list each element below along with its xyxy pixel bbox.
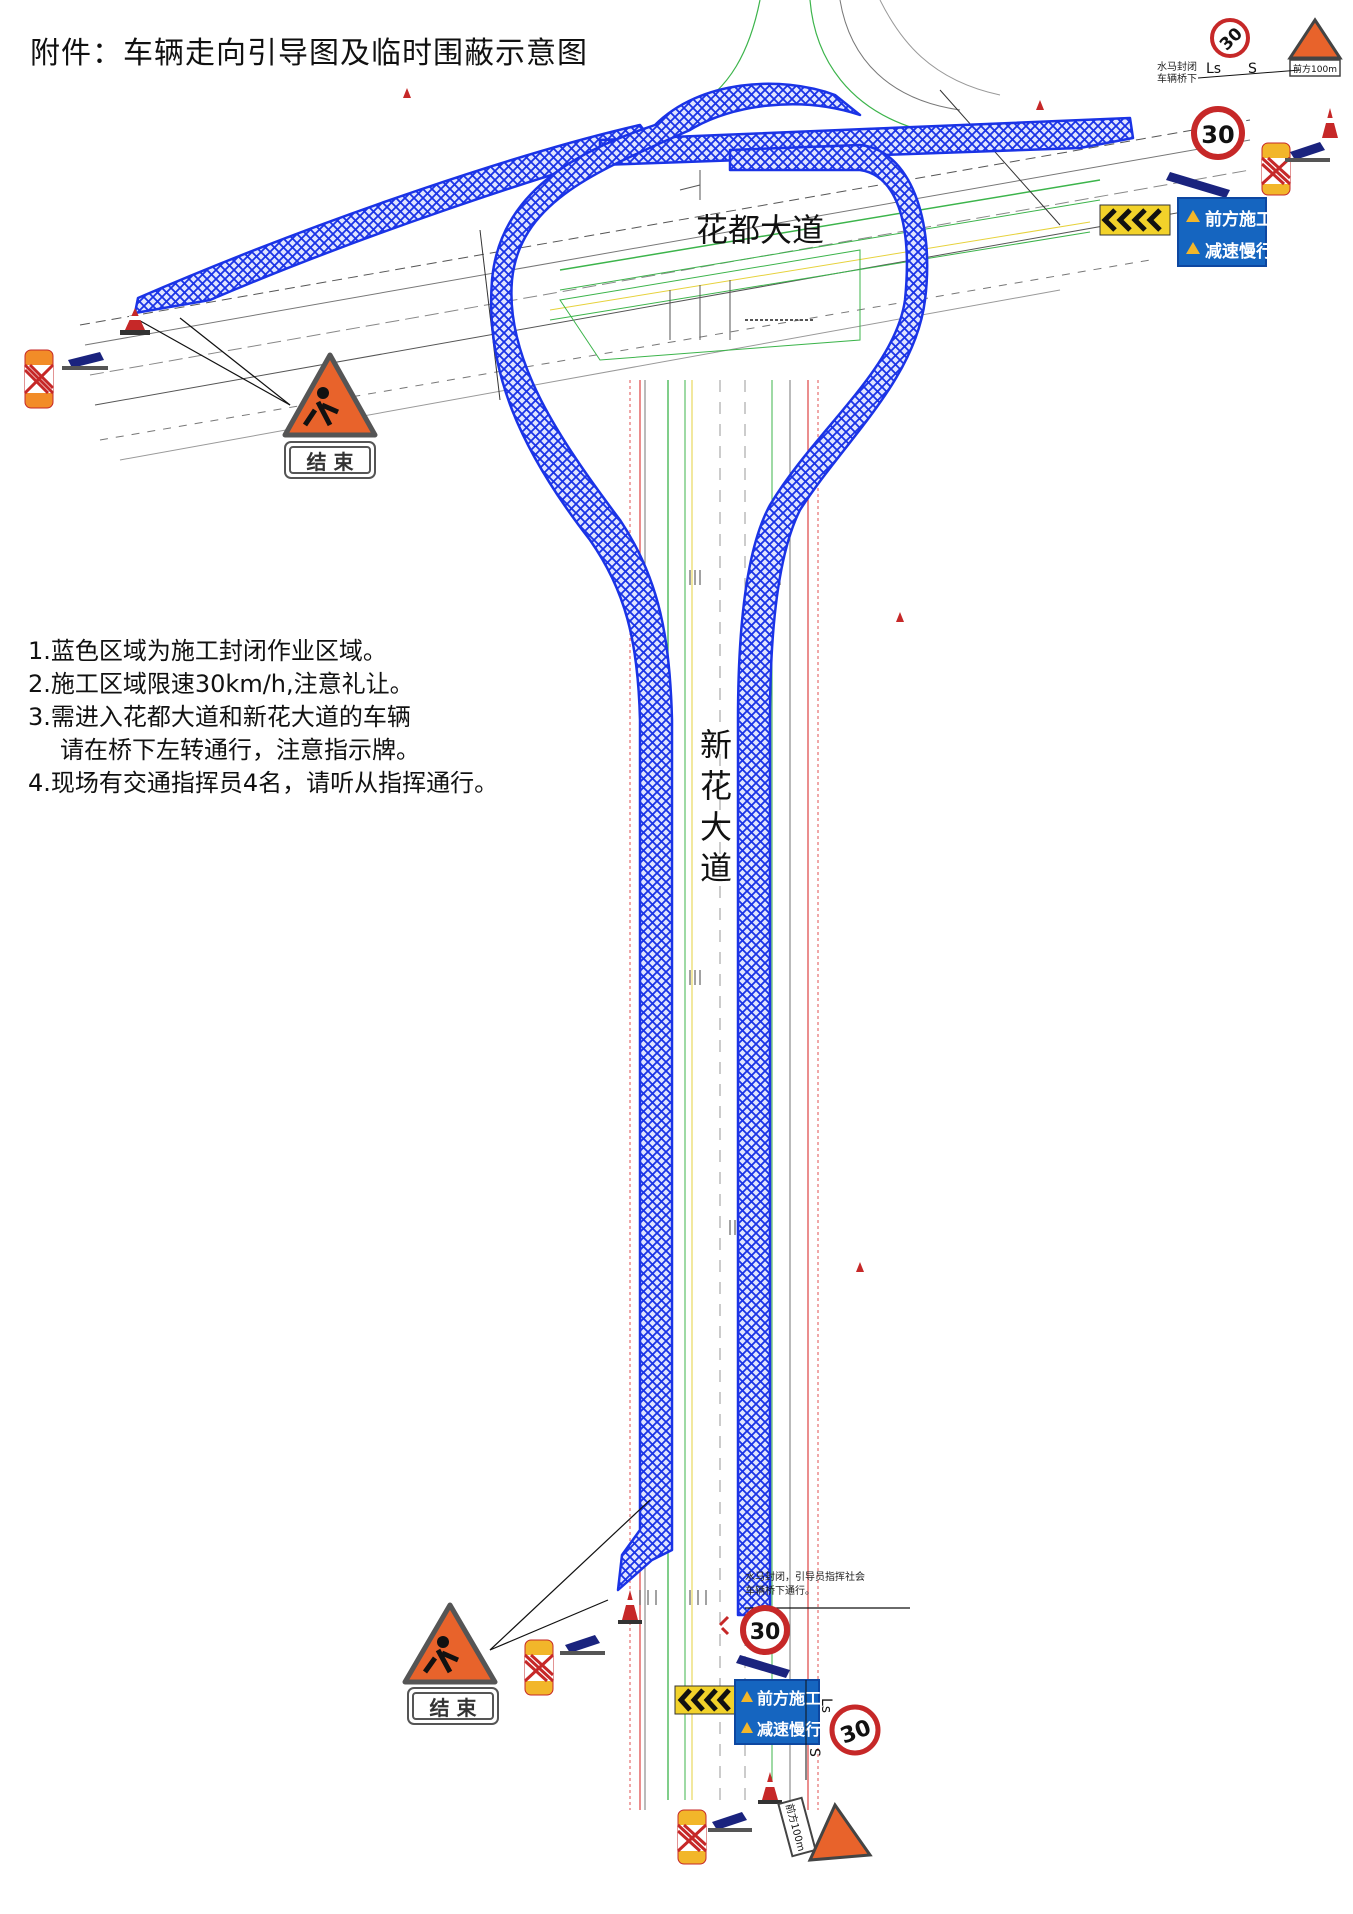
top-left-signs: 结 束	[23, 308, 378, 479]
closure-left-loop	[489, 82, 862, 1592]
top-right-signs: 30 前方100m Ls S 30	[1099, 17, 1343, 267]
svg-text:减速慢行: 减速慢行	[757, 1720, 821, 1739]
bottom-annotation-2: 车辆桥下通行。	[745, 1584, 815, 1597]
road-label-xinhua-avenue: 新 花 大 道	[698, 725, 734, 889]
closure-zones	[133, 82, 1135, 1617]
warning-light-icon	[560, 1635, 605, 1655]
svg-text:30: 30	[750, 1620, 781, 1645]
warning-light-icon	[708, 1812, 752, 1832]
chevron-board-icon	[674, 1685, 736, 1715]
note-item: 请在桥下左转通行，注意指示牌。	[60, 736, 420, 764]
svg-text:结 束: 结 束	[430, 1696, 478, 1720]
north-arrow-icon	[403, 88, 1044, 1272]
ls-label: Ls	[1206, 61, 1221, 77]
traffic-cone-icon	[120, 308, 150, 335]
speed-limit-sign: 30	[829, 1704, 881, 1756]
construction-sign-icon	[282, 352, 378, 438]
speed-limit-sign: 30	[740, 1605, 790, 1655]
s-label: S	[1248, 61, 1257, 77]
end-sign: 结 束	[284, 441, 376, 479]
water-barrier-icon	[676, 1809, 708, 1865]
ahead-sign-small: 前方100m	[1287, 17, 1343, 77]
end-sign-label: 结 束	[307, 450, 355, 474]
traffic-cone-icon	[618, 1590, 642, 1624]
flagman-icon	[718, 1615, 730, 1636]
warning-light-icon	[1166, 172, 1230, 198]
bottom-annotation-1: 水马封闭，引导员指挥社会	[745, 1570, 865, 1583]
top-right-annotation-2: 车辆桥下	[1157, 72, 1197, 85]
page-title: 附件：车辆走向引导图及临时围蔽示意图	[30, 36, 588, 71]
note-item: 1.蓝色区域为施工封闭作业区域。	[28, 637, 387, 665]
top-right-annotation-1: 水马封闭	[1157, 60, 1197, 73]
traffic-cone-icon	[758, 1772, 782, 1804]
notes-list: 1.蓝色区域为施工封闭作业区域。 2.施工区域限速30km/h,注意礼让。 3.…	[28, 635, 498, 800]
road-label-char: 大	[699, 808, 732, 846]
speed-limit-sign: 30	[1191, 106, 1245, 160]
road-label-char: 花	[699, 767, 732, 805]
construction-sign-icon	[402, 1602, 498, 1685]
info-board: 前方施工 减速慢行	[1177, 197, 1273, 267]
svg-text:减速慢行: 减速慢行	[1205, 241, 1273, 262]
svg-text:30: 30	[1201, 121, 1234, 149]
speed-limit-sign-small: 30	[1210, 18, 1250, 58]
road-label-char: 新	[699, 726, 732, 764]
warning-light-icon	[736, 1655, 790, 1678]
svg-text:前方施工: 前方施工	[757, 1689, 821, 1708]
road-label-huadu-avenue: 花都大道	[696, 211, 825, 249]
water-barrier-icon	[1260, 142, 1292, 196]
svg-text:前方施工: 前方施工	[1205, 209, 1273, 230]
svg-text:前方100m: 前方100m	[1293, 63, 1337, 75]
end-sign: 结 束	[407, 1687, 499, 1725]
note-item: 4.现场有交通指挥员4名，请听从指挥通行。	[28, 769, 499, 797]
note-item: 3.需进入花都大道和新花大道的车辆	[28, 703, 411, 731]
chevron-board-icon	[1099, 204, 1171, 236]
note-item: 2.施工区域限速30km/h,注意礼让。	[28, 670, 414, 698]
warning-light-icon	[62, 352, 108, 370]
svg-text:S: S	[806, 1748, 822, 1757]
warning-light-icon	[1285, 142, 1330, 162]
ahead-sign: 前方100m	[777, 1796, 873, 1862]
road-label-char: 道	[699, 849, 732, 887]
water-barrier-icon	[23, 349, 55, 409]
info-board: 前方施工 减速慢行	[734, 1679, 821, 1745]
svg-text:Ls: Ls	[818, 1698, 834, 1713]
traffic-cone-icon	[1322, 108, 1338, 138]
closure-left-wedge	[133, 123, 657, 315]
closure-right-loop	[728, 143, 929, 1617]
bottom-signs: 结 束 30	[402, 1590, 881, 1865]
water-barrier-icon	[523, 1639, 555, 1696]
